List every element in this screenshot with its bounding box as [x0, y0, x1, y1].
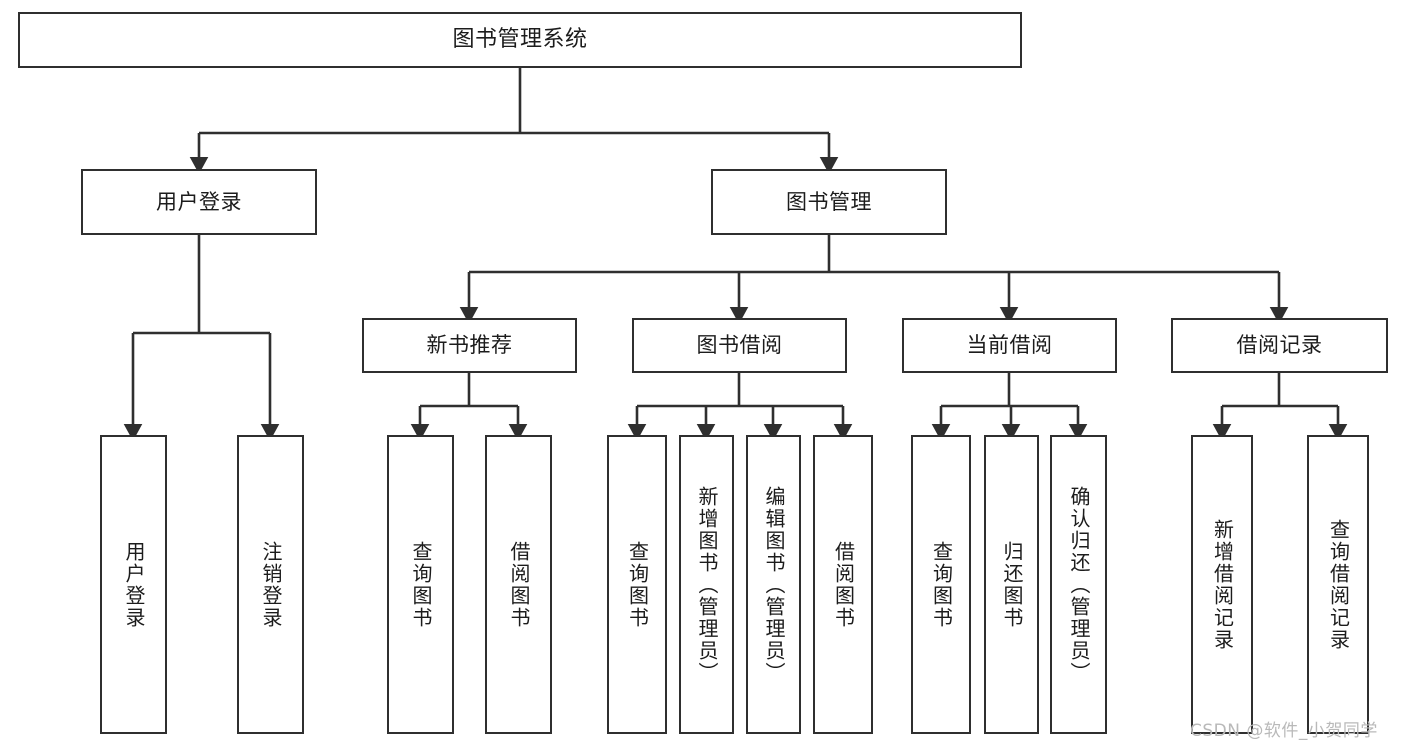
node-add-borrow-record[interactable]: 新增借阅记录 [1191, 435, 1253, 734]
node-query-book-borrow-label: 查询图书 [625, 540, 650, 629]
node-borrow-record-label: 借阅记录 [1236, 333, 1323, 358]
node-user-login[interactable]: 用户登录 [81, 169, 317, 235]
node-user-login-label: 用户登录 [156, 189, 242, 214]
node-edit-book-admin[interactable]: 编辑图书（管理员） [746, 435, 801, 734]
node-new-book-recommend-label: 新书推荐 [426, 333, 513, 358]
node-confirm-return-admin[interactable]: 确认归还（管理员） [1050, 435, 1107, 734]
node-logout-action-label: 注销登录 [259, 540, 283, 629]
node-borrow-record[interactable]: 借阅记录 [1171, 318, 1388, 373]
node-query-borrow-record-label: 查询借阅记录 [1326, 518, 1351, 651]
node-query-book-rec-label: 查询图书 [409, 540, 433, 629]
node-confirm-return-admin-label: 确认归还（管理员） [1067, 485, 1091, 684]
node-query-book-current-label: 查询图书 [929, 540, 954, 629]
node-query-book-rec[interactable]: 查询图书 [387, 435, 454, 734]
node-query-book-borrow[interactable]: 查询图书 [607, 435, 667, 734]
node-root-label: 图书管理系统 [452, 27, 588, 53]
node-borrow-book-rec-label: 借阅图书 [507, 540, 531, 629]
node-user-login-action[interactable]: 用户登录 [100, 435, 167, 734]
node-new-book-recommend[interactable]: 新书推荐 [362, 318, 577, 373]
node-current-borrow-label: 当前借阅 [966, 333, 1053, 358]
node-book-manage[interactable]: 图书管理 [711, 169, 947, 235]
node-root[interactable]: 图书管理系统 [18, 12, 1022, 68]
node-book-borrow-label: 图书借阅 [696, 333, 783, 358]
node-borrow-book-rec[interactable]: 借阅图书 [485, 435, 552, 734]
node-current-borrow[interactable]: 当前借阅 [902, 318, 1117, 373]
node-query-borrow-record[interactable]: 查询借阅记录 [1307, 435, 1369, 734]
node-edit-book-admin-label: 编辑图书（管理员） [762, 485, 786, 684]
node-borrow-book-action-label: 借阅图书 [831, 540, 856, 629]
node-add-book-admin[interactable]: 新增图书（管理员） [679, 435, 734, 734]
node-book-borrow[interactable]: 图书借阅 [632, 318, 847, 373]
node-logout-action[interactable]: 注销登录 [237, 435, 304, 734]
node-query-book-current[interactable]: 查询图书 [911, 435, 971, 734]
node-return-book[interactable]: 归还图书 [984, 435, 1039, 734]
csdn-watermark: CSDN @软件_小贺同学 [1190, 721, 1378, 741]
node-book-manage-label: 图书管理 [786, 189, 872, 214]
node-add-book-admin-label: 新增图书（管理员） [695, 485, 719, 684]
node-return-book-label: 归还图书 [1000, 540, 1024, 629]
node-user-login-action-label: 用户登录 [122, 540, 146, 629]
node-borrow-book-action[interactable]: 借阅图书 [813, 435, 873, 734]
node-add-borrow-record-label: 新增借阅记录 [1210, 518, 1235, 651]
